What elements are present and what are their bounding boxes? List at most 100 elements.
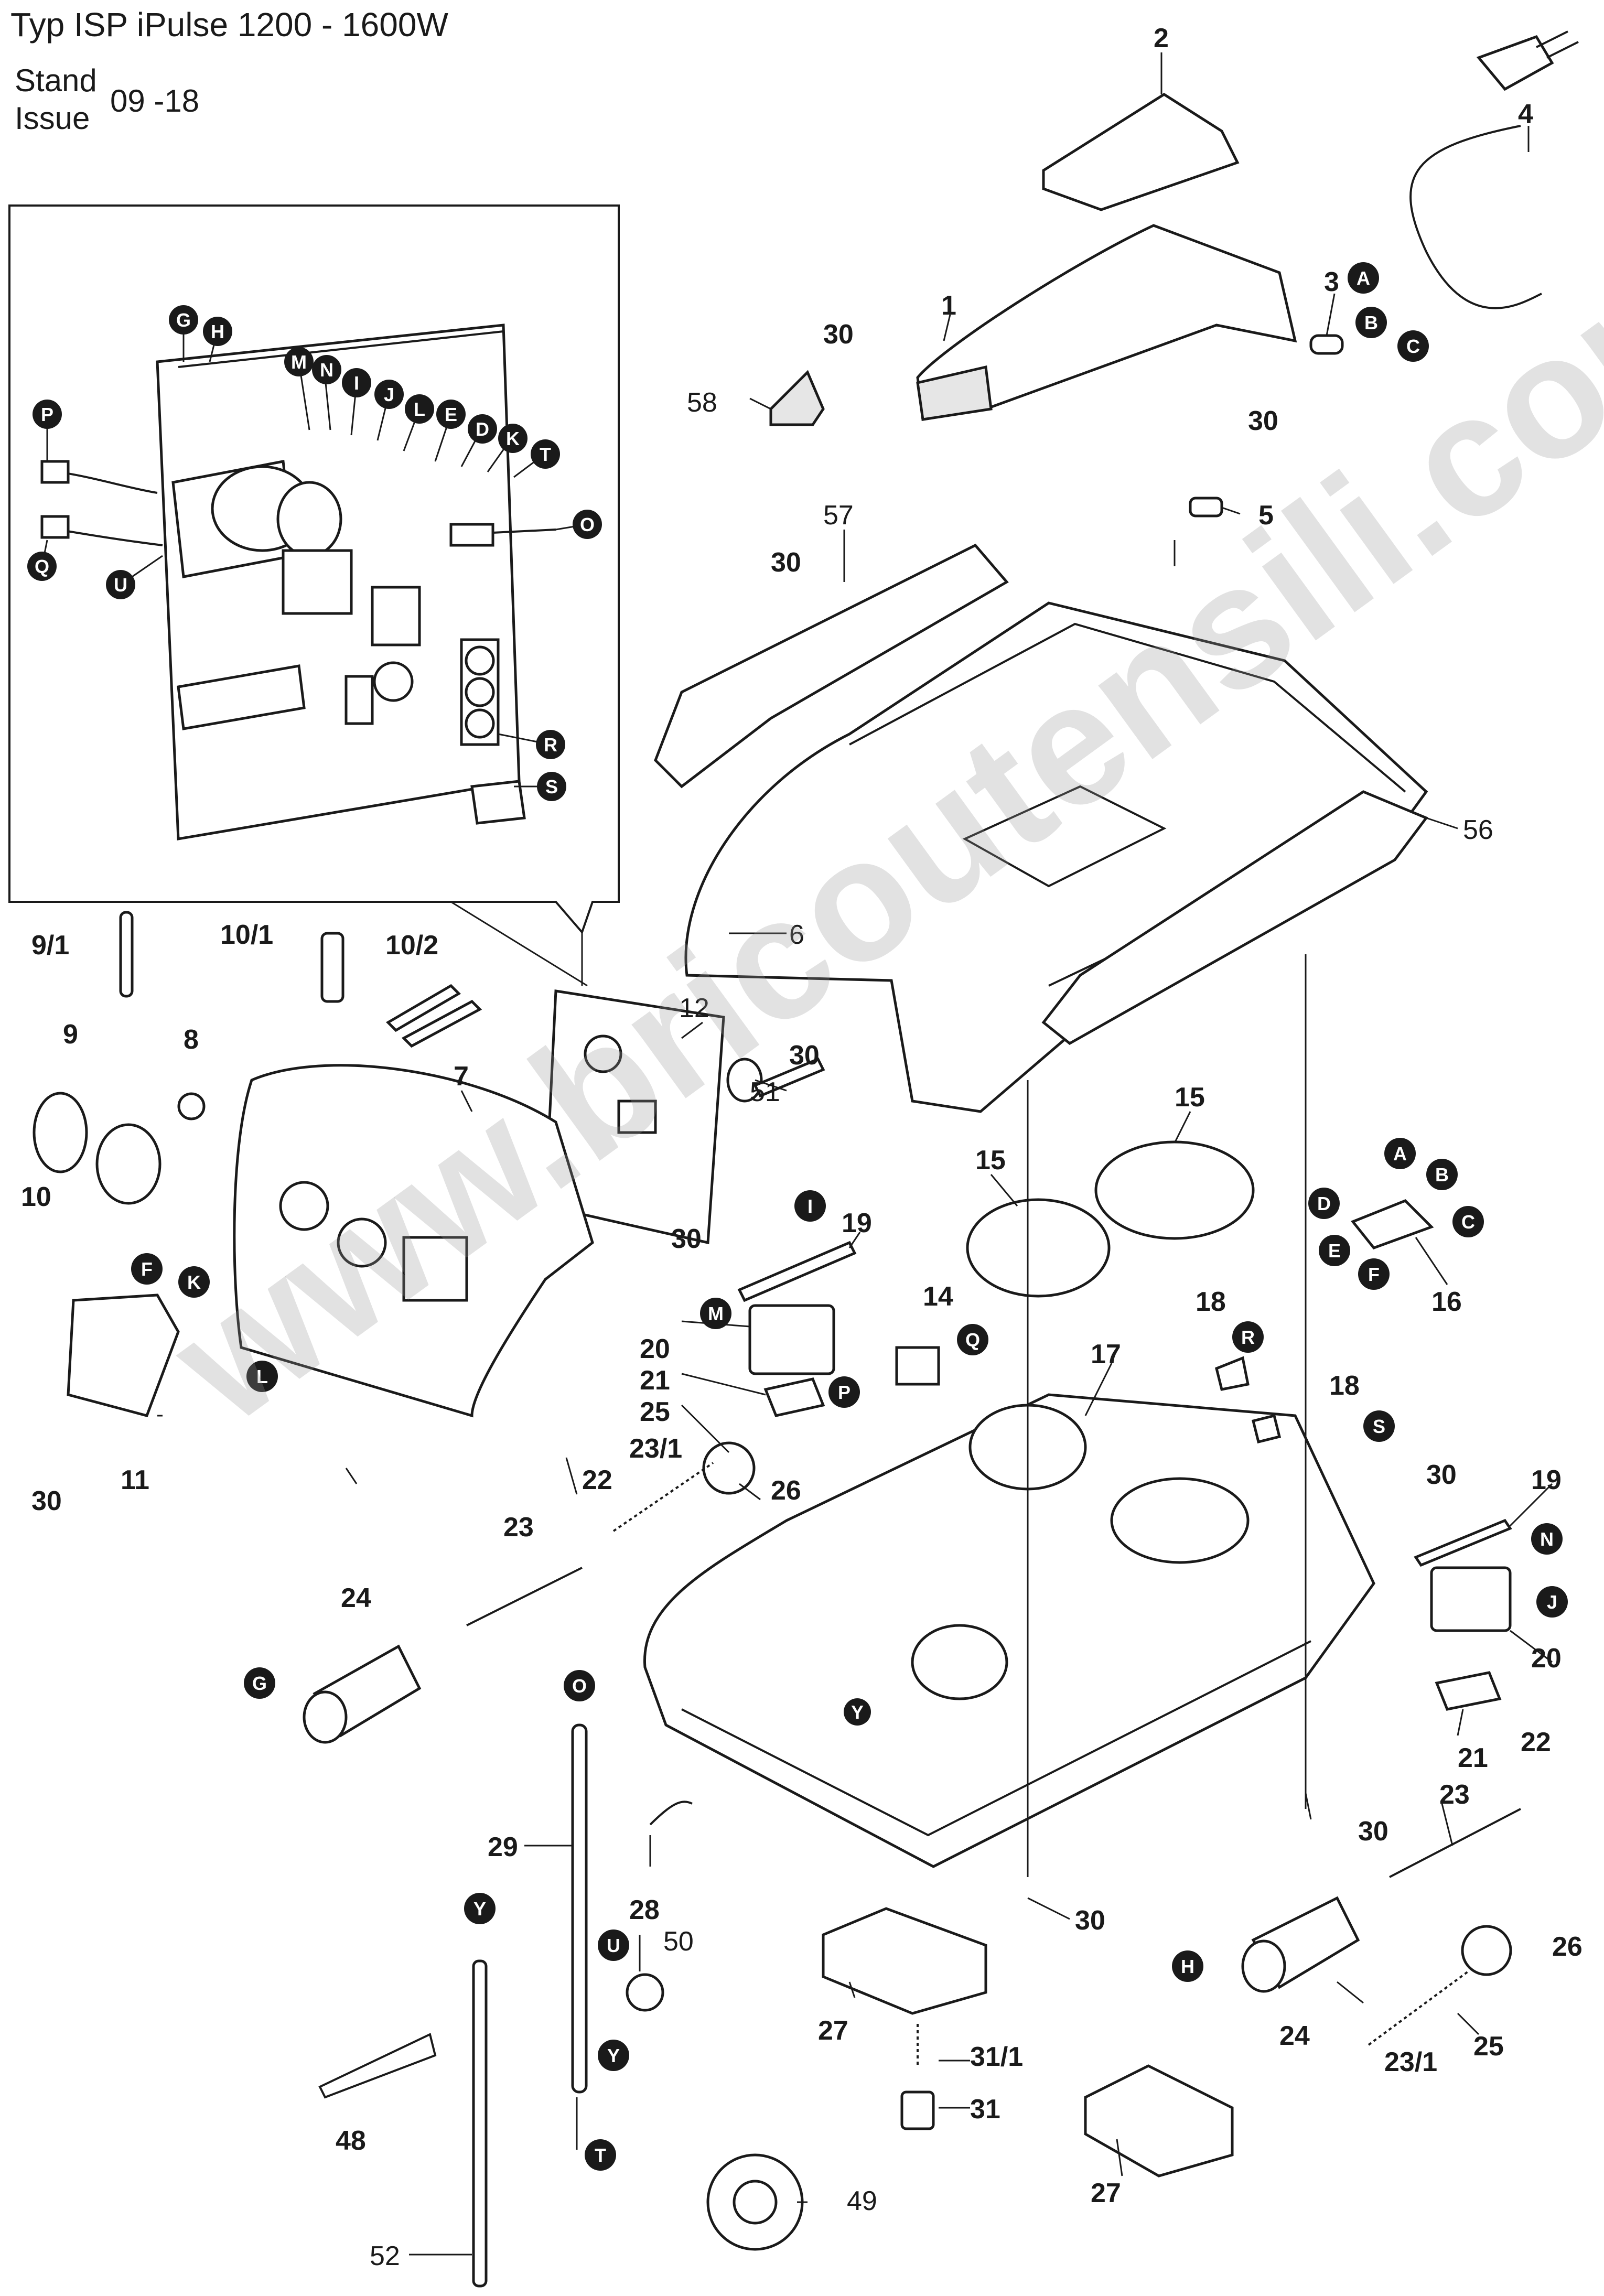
part-9-1-rod xyxy=(119,911,134,998)
label-part-26-right: 26 xyxy=(1552,1932,1583,1962)
label-part-6: 6 xyxy=(789,920,804,950)
callout-O-inset: O xyxy=(573,510,602,539)
svg-text:G: G xyxy=(176,309,191,331)
callout-F-button: F xyxy=(131,1253,163,1285)
svg-text:M: M xyxy=(291,351,307,373)
svg-text:T: T xyxy=(595,2144,606,2166)
svg-text:R: R xyxy=(1241,1327,1255,1348)
callout-I-inset: I xyxy=(342,368,371,397)
part-58-bracket xyxy=(769,370,825,426)
part-29-tube xyxy=(571,1723,588,2094)
label-part-30-rail: 30 xyxy=(771,547,801,578)
label-part-21: 21 xyxy=(640,1365,670,1396)
callout-E-inset: E xyxy=(436,400,466,429)
part-15-seal-right xyxy=(1094,1140,1255,1240)
label-part-1: 1 xyxy=(941,290,956,321)
part-15-seal-left xyxy=(966,1198,1111,1298)
svg-text:K: K xyxy=(506,428,520,449)
callout-S-clip: S xyxy=(1363,1410,1395,1442)
label-part-19-right: 19 xyxy=(1531,1465,1562,1495)
part-50-switch xyxy=(626,1973,664,2012)
part-7-control-panel xyxy=(233,1064,594,1418)
label-part-4: 4 xyxy=(1518,99,1533,130)
part-11-button xyxy=(67,1293,180,1417)
svg-text:H: H xyxy=(1181,1956,1194,1977)
label-part-21-right: 21 xyxy=(1458,1743,1488,1773)
svg-text:J: J xyxy=(384,384,394,405)
svg-text:H: H xyxy=(211,321,224,342)
callout-U-inset: U xyxy=(106,570,135,599)
callout-H-solenoid: H xyxy=(1172,1950,1203,1982)
part-5-clip xyxy=(1189,497,1223,518)
part-1-handle xyxy=(916,224,1297,421)
callout-T-inset: T xyxy=(531,439,560,469)
callout-F-terminal: F xyxy=(1358,1258,1390,1290)
callout-A-cord: A xyxy=(1348,262,1379,294)
callout-D-inset: D xyxy=(468,414,497,444)
label-part-23-1: 23/1 xyxy=(629,1433,682,1464)
svg-text:S: S xyxy=(1373,1416,1385,1437)
part-20-capacitor-right xyxy=(1430,1566,1512,1632)
callout-E-terminal: E xyxy=(1319,1235,1350,1266)
part-31-cap xyxy=(900,2090,935,2130)
svg-text:Q: Q xyxy=(965,1329,980,1351)
label-part-17: 17 xyxy=(1091,1339,1121,1370)
label-part-2: 2 xyxy=(1154,23,1169,53)
callout-B-cord: B xyxy=(1355,307,1387,338)
part-23-rod-right xyxy=(1389,1808,1521,1878)
label-part-20: 20 xyxy=(640,1334,670,1364)
callout-M-inset: M xyxy=(284,347,314,376)
svg-text:T: T xyxy=(540,444,551,465)
part-23-1-spring-right xyxy=(1368,1970,1469,2046)
svg-text:C: C xyxy=(1406,336,1420,357)
part-25-disc xyxy=(702,1441,756,1495)
callout-Y-base: Y xyxy=(844,1698,871,1726)
label-part-30-knob: 30 xyxy=(31,1486,62,1516)
callout-M-capacitor: M xyxy=(700,1298,731,1329)
svg-text:I: I xyxy=(354,372,359,394)
callout-C-cord: C xyxy=(1397,330,1429,362)
part-9-knob xyxy=(33,1092,88,1173)
label-part-48: 48 xyxy=(336,2126,366,2156)
callout-K-button: K xyxy=(178,1266,210,1298)
callout-B-terminal: B xyxy=(1426,1159,1458,1190)
label-part-58: 58 xyxy=(687,387,717,418)
part-24-solenoid-right xyxy=(1241,1896,1360,1993)
part-25-disc-right xyxy=(1461,1925,1512,1976)
callout-G-solenoid: G xyxy=(244,1667,275,1699)
label-part-24: 24 xyxy=(341,1583,371,1613)
callout-R-clip: R xyxy=(1232,1321,1264,1353)
callout-L-button: L xyxy=(246,1361,278,1392)
callout-P-inset: P xyxy=(33,400,62,429)
part-16-terminal-block xyxy=(1350,1199,1434,1249)
callout-R-inset: R xyxy=(536,730,565,759)
part-10-2-strips xyxy=(385,984,482,1048)
svg-text:A: A xyxy=(1393,1143,1407,1165)
part-21-pad xyxy=(763,1377,825,1417)
svg-text:Y: Y xyxy=(851,1701,864,1723)
label-part-10-2: 10/2 xyxy=(385,930,438,961)
part-19-strip-right xyxy=(1414,1518,1512,1567)
svg-text:B: B xyxy=(1364,312,1378,333)
svg-text:O: O xyxy=(580,514,595,535)
svg-text:F: F xyxy=(141,1258,153,1280)
part-23-1-spring xyxy=(612,1462,714,1532)
part-49-thermostat xyxy=(706,2153,804,2251)
callout-Y-tube: Y xyxy=(464,1893,496,1924)
svg-text:U: U xyxy=(114,574,127,596)
pcb-detail-illustration xyxy=(40,324,556,840)
callout-A-terminal: A xyxy=(1384,1138,1416,1169)
label-part-30-top-left: 30 xyxy=(823,319,854,350)
label-part-30-top-right: 30 xyxy=(1248,406,1278,436)
label-part-15-left: 15 xyxy=(975,1145,1006,1176)
issue-label: Issue xyxy=(15,101,90,136)
label-part-26: 26 xyxy=(771,1475,801,1506)
callout-L-inset: L xyxy=(405,394,434,424)
svg-text:R: R xyxy=(544,734,557,756)
part-28-wire xyxy=(649,1801,693,1826)
callout-G-inset: G xyxy=(169,305,198,335)
part-18-clip-b xyxy=(1251,1414,1282,1444)
svg-text:K: K xyxy=(187,1271,201,1293)
label-part-8: 8 xyxy=(184,1025,199,1055)
